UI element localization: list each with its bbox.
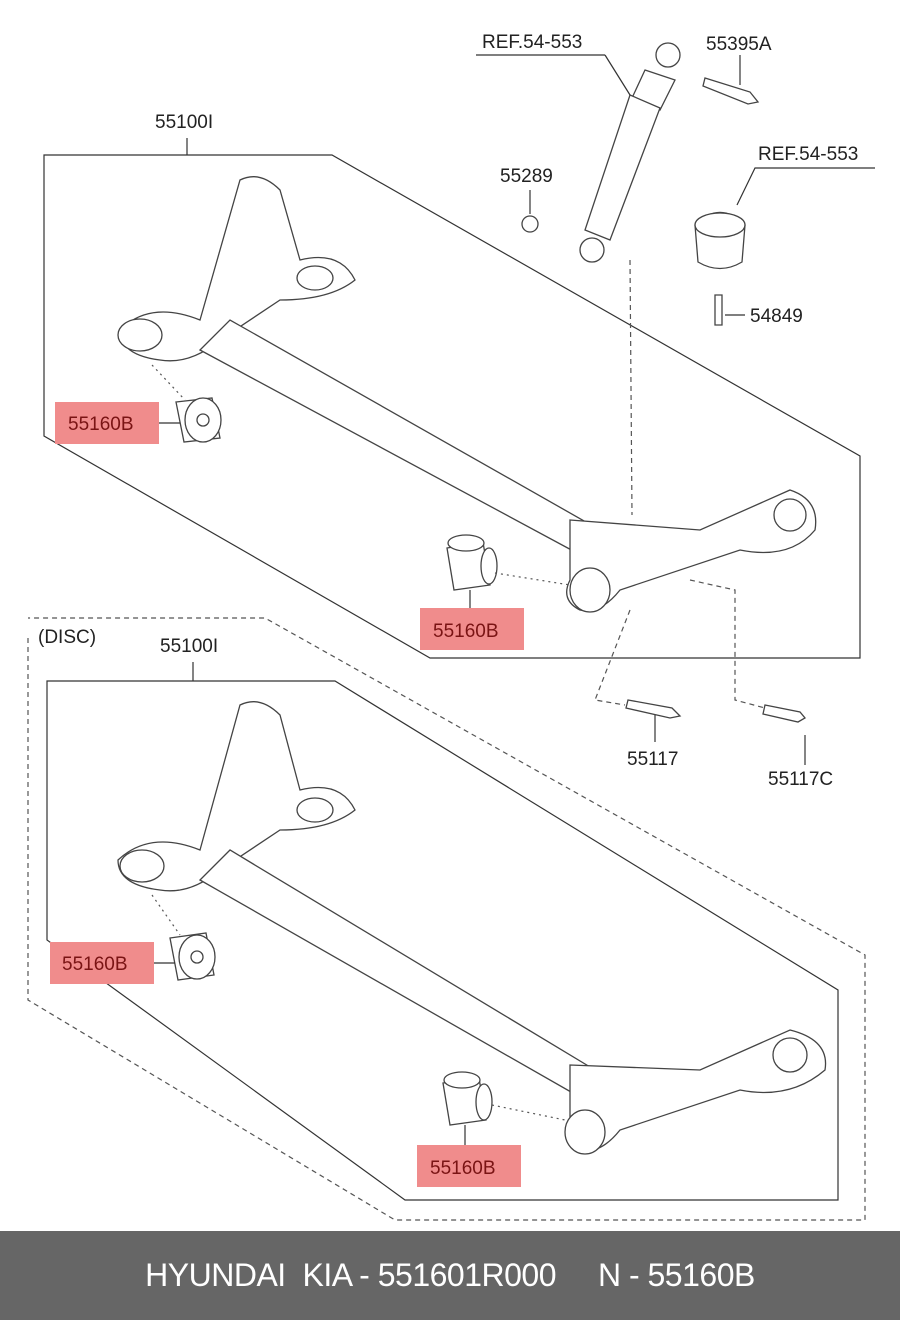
bolt-icon — [762, 704, 806, 723]
axle-top-outline — [43, 154, 861, 659]
rear-axle-bottom — [117, 701, 827, 1155]
highlight-box — [50, 942, 154, 984]
bolt-icon — [625, 699, 682, 719]
label-ref-shock: REF.54-553 — [482, 32, 582, 53]
label-bolt-55117c: 55117C — [768, 769, 833, 790]
label-nut-55289: 55289 — [500, 166, 553, 187]
label-axle-bottom: 55100I — [160, 636, 218, 657]
label-bolt-55395a: 55395A — [706, 34, 772, 55]
highlight-box — [420, 608, 524, 650]
bolt-icon — [702, 77, 760, 105]
label-bushing-top-right[interactable]: 55160B — [433, 621, 499, 642]
bushing-icon — [169, 932, 216, 981]
label-bolt-54849: 54849 — [750, 306, 803, 327]
label-bushing-bottom-left[interactable]: 55160B — [62, 954, 128, 975]
axle-bottom-outline — [46, 680, 839, 1201]
nut-icon — [521, 215, 539, 233]
rear-axle-top — [117, 176, 817, 613]
label-ref-bumper: REF.54-553 — [758, 144, 858, 165]
bushing-icon — [446, 534, 498, 591]
highlight-box — [417, 1145, 521, 1187]
brand-part-number: HYUNDAI KIA - 551601R000 — [145, 1257, 556, 1293]
label-bushing-top-left[interactable]: 55160B — [68, 414, 134, 435]
label-bolt-55117: 55117 — [627, 749, 678, 770]
part-number-footer: HYUNDAI KIA - 551601R000 N - 55160B — [0, 1231, 900, 1320]
shock-absorber — [579, 42, 681, 263]
highlight-box — [55, 402, 159, 444]
label-bushing-bottom-right[interactable]: 55160B — [430, 1158, 496, 1179]
bump-stopper — [694, 211, 746, 326]
label-axle-top: 55100I — [155, 112, 213, 133]
disc-variant-outline — [27, 617, 866, 1221]
oem-part-number: N - 55160B — [597, 1257, 755, 1293]
bushing-icon — [442, 1071, 493, 1126]
bushing-icon — [175, 397, 222, 443]
label-disc-variant: (DISC) — [38, 627, 96, 648]
